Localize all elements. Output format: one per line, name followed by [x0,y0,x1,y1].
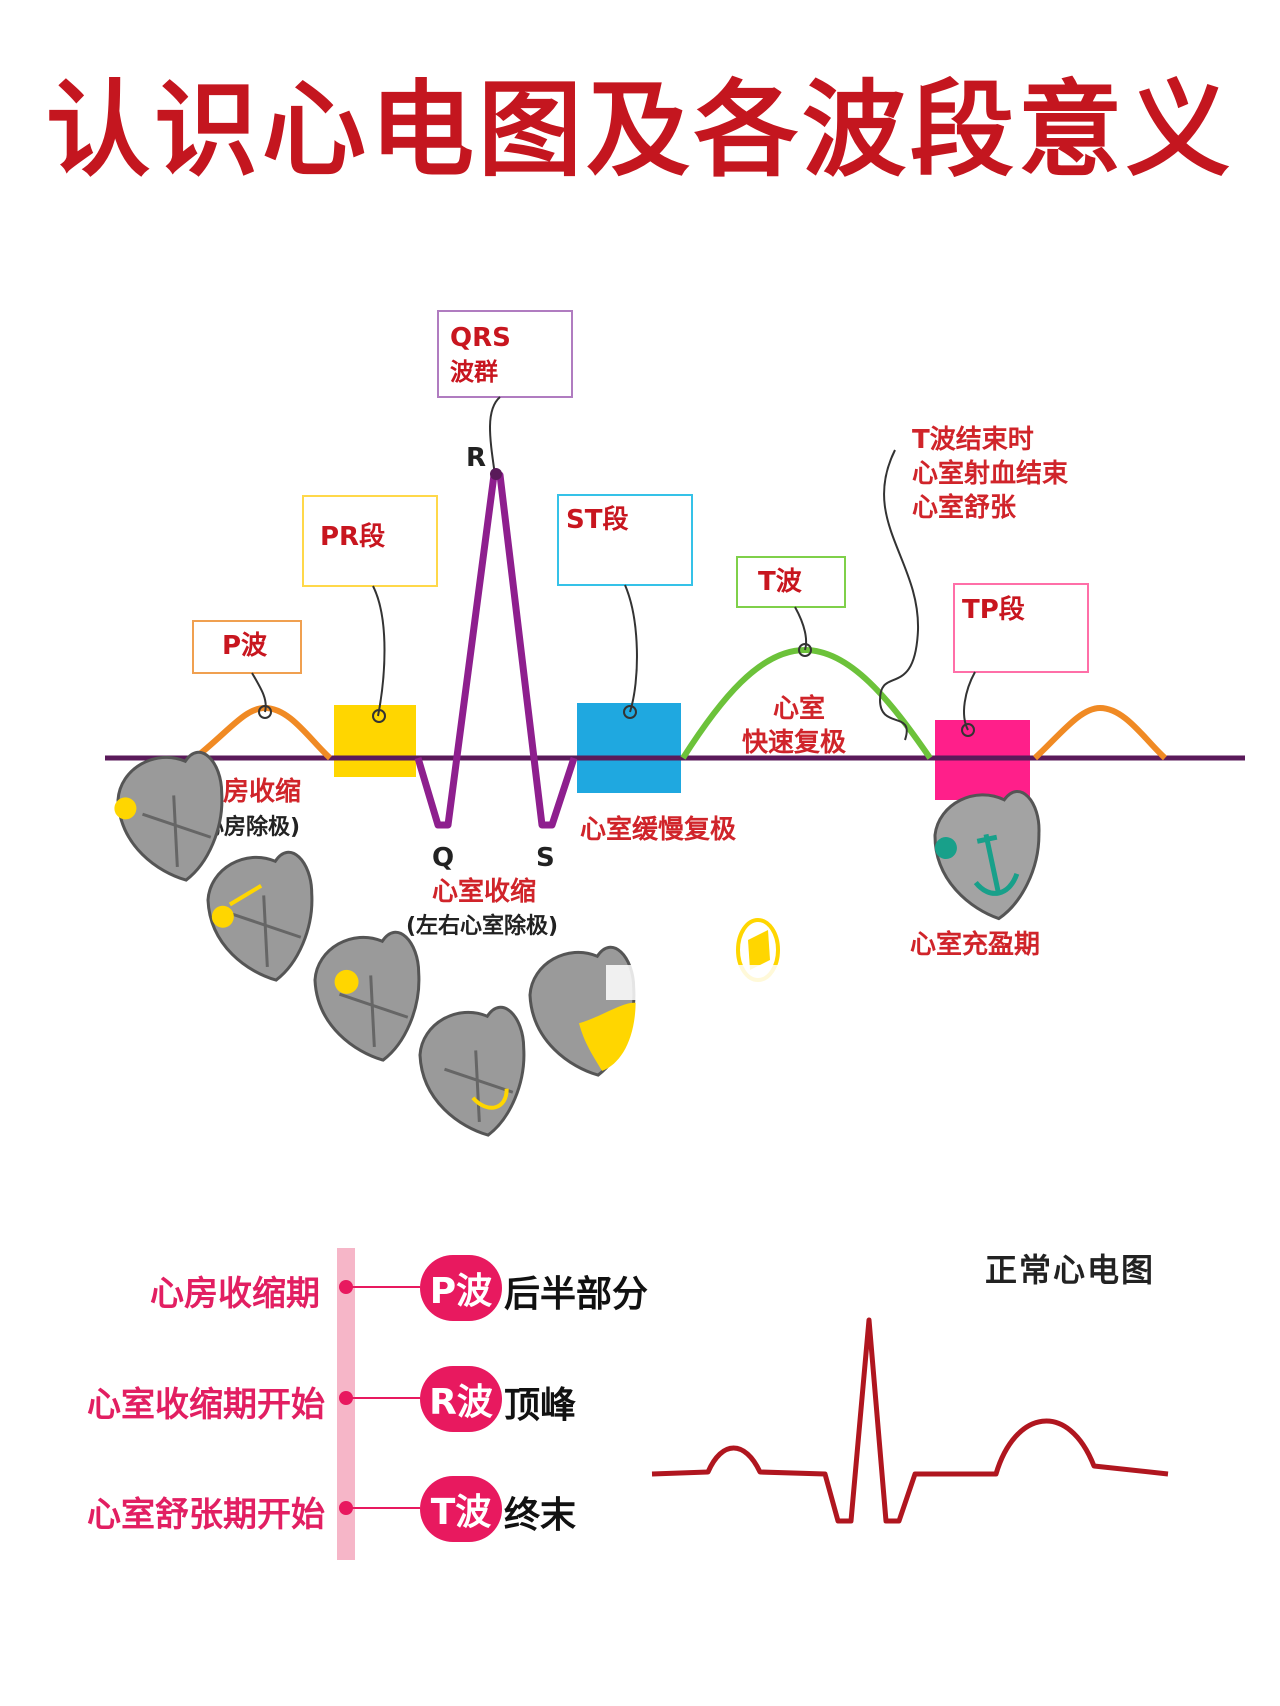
heart-icon [114,750,224,882]
qrs-label-line1: QRS [450,323,511,353]
r-letter: R [466,443,486,473]
fast-repol-line2: 快速复极 [742,728,847,758]
wave-pill: R波 [420,1366,502,1432]
normal-ecg-title: 正常心电图 [985,1251,1156,1289]
t-pointer [794,606,808,651]
placeholder-strip [606,965,926,1000]
wave-desc: 终末 [504,1495,577,1536]
t-end-line1: T波结束时 [912,424,1034,455]
t-end-line2: 心室射血结束 [912,458,1069,489]
fast-repol-line1: 心室 [773,693,825,724]
tp-label: TP段 [962,594,1025,625]
st-label: ST段 [566,504,628,535]
next-p-wave-curve [1032,704,1168,761]
page-title: 认识心电图及各波段意义 [45,69,1234,191]
normal-ecg-trace [651,1317,1169,1524]
heart-icon [206,850,314,982]
p-pointer [251,672,267,713]
wave-pill: P波 [420,1255,502,1321]
s-letter: S [536,843,555,873]
slow-repol-text: 心室缓慢复极 [580,814,737,845]
qrs-pointer [489,396,501,476]
filling-text: 心室充盈期 [910,929,1040,960]
t-end-line3: 心室舒张 [912,492,1017,523]
st-pointer [624,584,638,713]
pr-pointer [372,585,386,717]
t-end-pointer [878,449,920,741]
q-letter: Q [432,843,454,873]
ventricular-depol-text: (左右心室除极) [406,913,558,939]
wave-desc: 顶峰 [504,1385,577,1426]
wave-desc: 后半部分 [504,1274,649,1315]
p-label-box [192,620,302,674]
st-label-box [557,494,693,586]
phase-label: 心室收缩期开始 [87,1385,325,1425]
pr-label-box [302,495,438,587]
qrs-complex-curve [414,471,578,829]
t-label-box [736,556,846,608]
phase-label: 心室舒张期开始 [87,1495,325,1535]
st-segment-block [577,703,681,793]
heart-icon [313,930,421,1062]
wave-pill: T波 [420,1476,502,1542]
p-wave-curve [193,704,333,761]
phase-label: 心房收缩期 [150,1274,320,1314]
heart-icon [418,1005,526,1137]
qrs-label-line2: 波群 [450,358,498,386]
pr-label: PR段 [320,521,385,552]
tp-pointer [963,671,976,731]
heart-icon [933,790,1041,921]
p-label: P波 [222,631,268,661]
ventricular-contraction-text: 心室收缩 [432,876,536,907]
t-label: T波 [758,567,803,597]
qrs-label-box [437,310,573,398]
heart-icon [528,945,636,1077]
tp-label-box [953,583,1089,673]
pr-segment-block [334,705,416,777]
